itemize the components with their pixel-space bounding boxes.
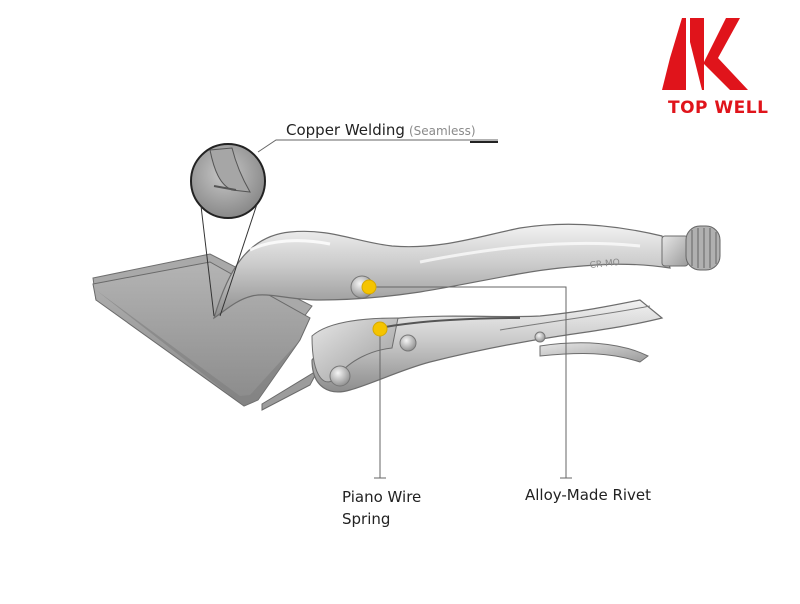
jaw-plates <box>92 253 320 411</box>
copper-welding-title: Copper Welding <box>286 121 405 139</box>
lower-handle <box>311 299 664 393</box>
upper-handle: CR-MO <box>212 223 671 320</box>
adjusting-screw <box>661 225 721 271</box>
copper-welding-label: Copper Welding(Seamless) <box>286 121 476 139</box>
rivet-release <box>534 331 546 343</box>
rivet-lower <box>329 365 351 387</box>
rivet-marker-dot <box>361 279 377 295</box>
spring-label-line1: Piano Wire <box>342 488 422 506</box>
callout-lines <box>257 139 572 479</box>
alloy-rivet-label: Alloy-Made Rivet <box>525 486 652 504</box>
copper-welding-note: (Seamless) <box>408 124 476 138</box>
spring-marker-dot <box>372 321 388 337</box>
rivet-middle <box>399 334 417 352</box>
piano-wire-spring-label: Piano Wire Spring <box>342 486 421 530</box>
spring-label-line2: Spring <box>342 510 391 528</box>
zoom-detail <box>190 143 266 317</box>
engraving-text: CR-MO <box>589 258 620 271</box>
brand-name: TOP WELL <box>668 98 769 118</box>
top-well-logo <box>662 18 748 90</box>
spring-wire <box>379 317 521 329</box>
